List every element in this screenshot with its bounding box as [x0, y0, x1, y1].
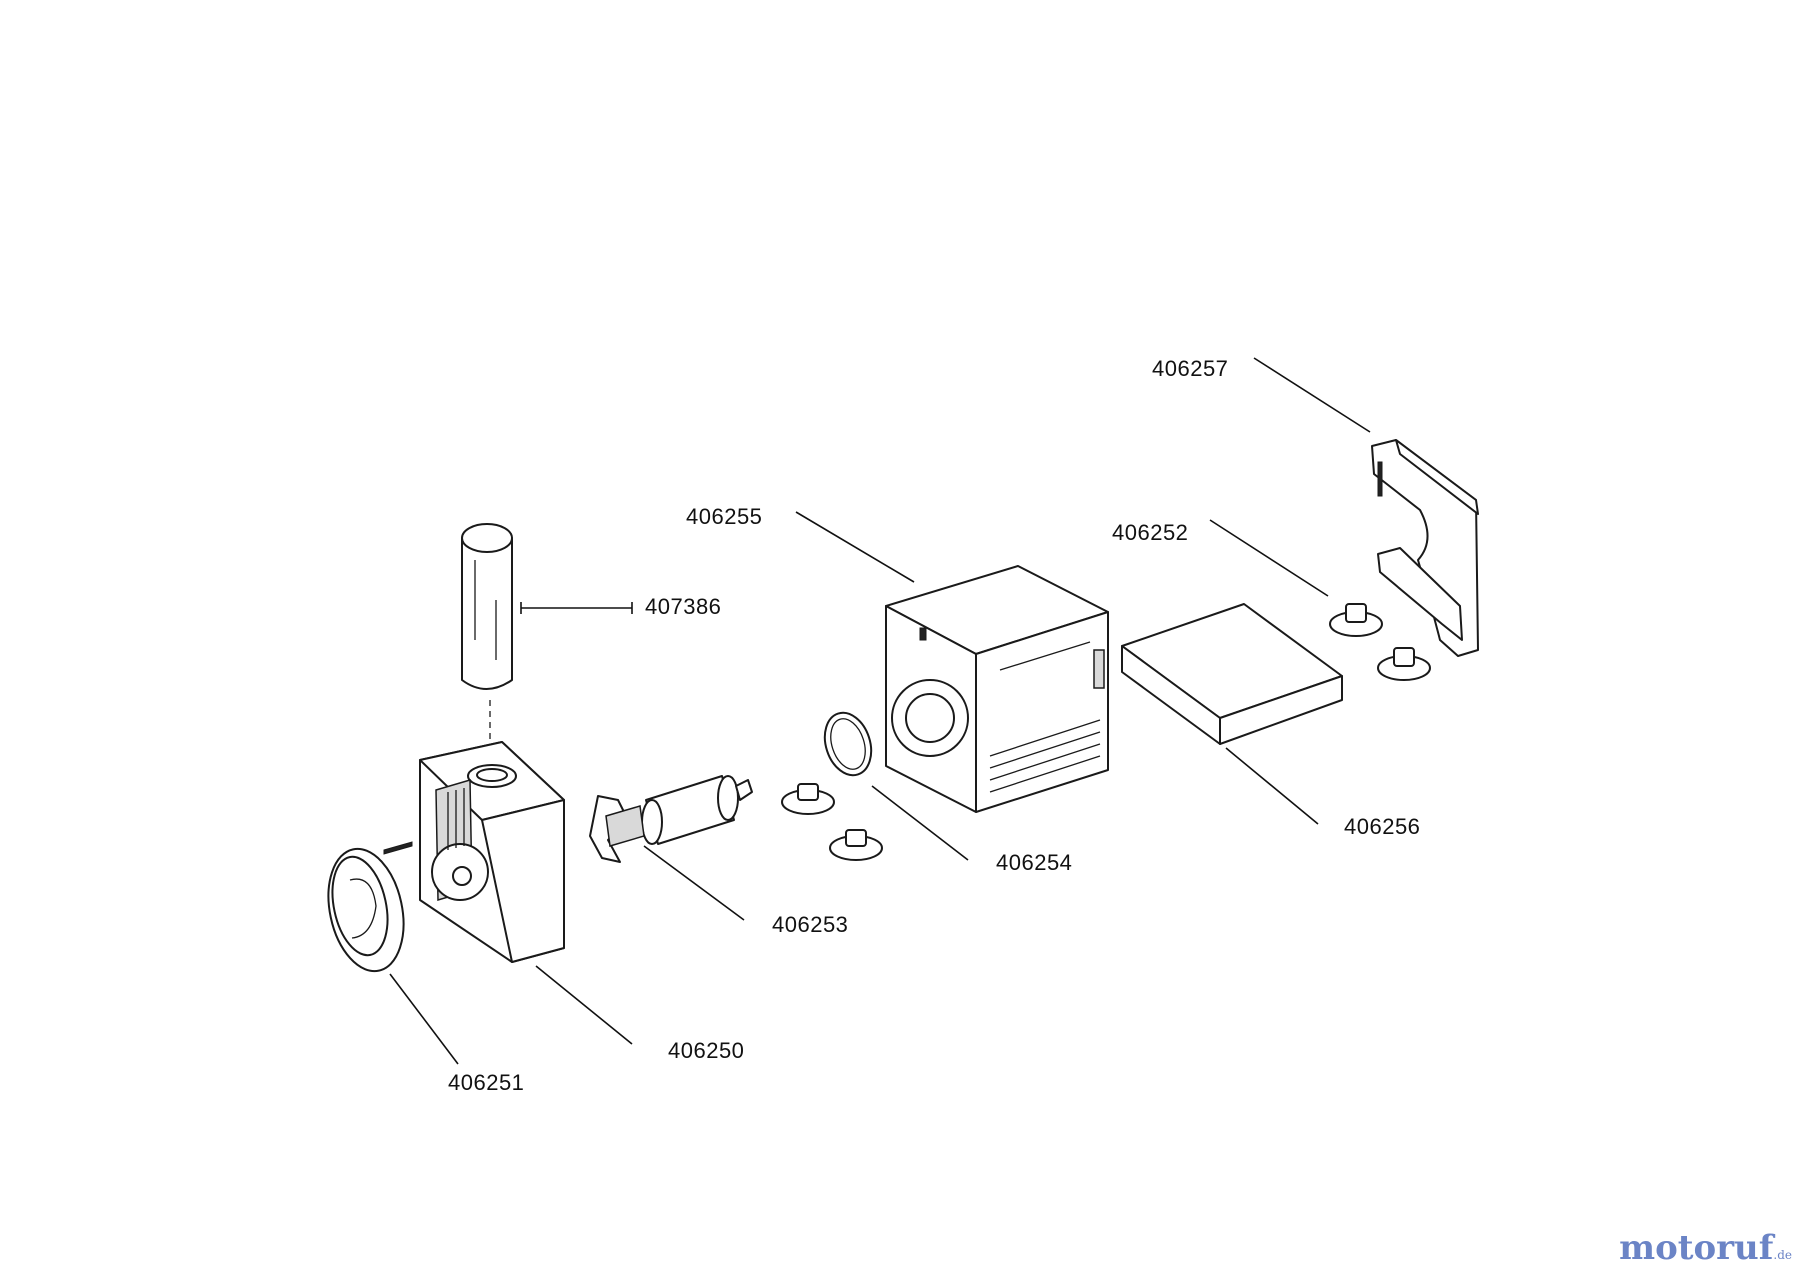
pump-housing-part [419, 741, 565, 963]
impeller-part [589, 775, 753, 863]
suction-cups-part [1329, 603, 1431, 681]
label-406256: 406256 [1344, 814, 1420, 839]
watermark-tld: .de [1773, 1248, 1792, 1262]
suction-cups-left [781, 783, 883, 861]
motoruf-watermark-logo: motoruf.de [1619, 1228, 1792, 1268]
o-ring-part [823, 711, 873, 777]
callout-406254: 406254 [871, 785, 1072, 875]
callout-406255: 406255 [686, 504, 915, 583]
callout-407386: 407386 [520, 594, 721, 619]
label-406251: 406251 [448, 1070, 524, 1095]
label-406257: 406257 [1152, 356, 1228, 381]
callout-406251: 406251 [389, 973, 524, 1095]
label-406255: 406255 [686, 504, 762, 529]
label-406254: 406254 [996, 850, 1072, 875]
callout-406257: 406257 [1152, 356, 1371, 433]
callout-406256: 406256 [1225, 747, 1420, 839]
label-407386: 407386 [645, 594, 721, 619]
callout-406250: 406250 [535, 965, 744, 1063]
filter-tube-part [461, 523, 513, 760]
motor-block-part [885, 565, 1109, 813]
label-406252: 406252 [1112, 520, 1188, 545]
mount-bracket-part [1371, 439, 1479, 657]
label-406253: 406253 [772, 912, 848, 937]
face-plate-part [327, 841, 413, 973]
foam-pad-part [1121, 603, 1343, 745]
label-406250: 406250 [668, 1038, 744, 1063]
callout-406253: 406253 [643, 845, 848, 937]
watermark-main: motoruf [1619, 1228, 1774, 1268]
callout-406252: 406252 [1112, 519, 1329, 597]
